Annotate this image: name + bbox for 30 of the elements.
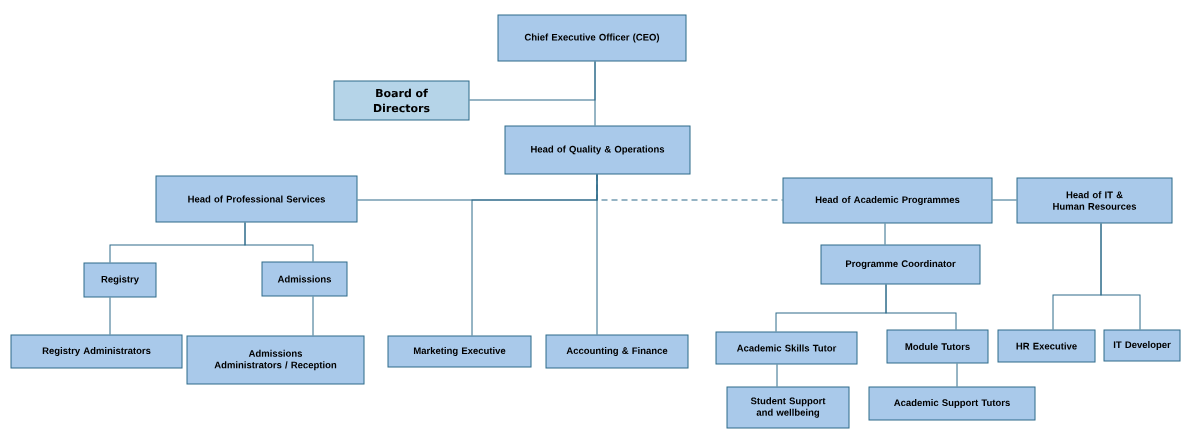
- role-box: Head of Professional Services: [155, 175, 358, 223]
- role-box: Marketing Executive: [387, 335, 532, 368]
- role-box: Programme Coordinator: [820, 244, 981, 285]
- connector-line: [1100, 223, 1141, 330]
- role-box: Head of IT & Human Resources: [1016, 177, 1173, 224]
- connector-line: [776, 364, 778, 387]
- role-box: Accounting & Finance: [545, 334, 689, 369]
- connector-line: [244, 222, 314, 262]
- role-box: Student Support and wellbeing: [726, 386, 850, 429]
- role-box: HR Executive: [997, 329, 1096, 363]
- connector-line: [884, 223, 886, 245]
- role-box: IT Developer: [1103, 329, 1181, 362]
- role-box: Admissions Administrators / Reception: [186, 335, 365, 385]
- dashed-connector: [596, 174, 783, 201]
- role-box: Module Tutors: [886, 329, 989, 364]
- role-box: Head of Quality & Operations: [504, 125, 691, 175]
- connector-line: [312, 296, 314, 336]
- connector-line: [109, 297, 111, 335]
- role-box: Chief Executive Officer (CEO): [497, 14, 687, 62]
- role-box: Registry Administrators: [10, 334, 183, 369]
- role-box: Head of Academic Programmes: [782, 177, 993, 224]
- connector-line: [469, 61, 596, 101]
- role-box: Registry: [83, 262, 157, 298]
- connector-line: [885, 284, 957, 330]
- role-box: Admissions: [261, 261, 348, 297]
- connector-line: [992, 199, 1017, 201]
- role-box: Academic Support Tutors: [868, 386, 1036, 421]
- role-box: Academic Skills Tutor: [715, 331, 858, 365]
- connector-line: [956, 363, 958, 387]
- board-box: Board of Directors: [333, 80, 470, 121]
